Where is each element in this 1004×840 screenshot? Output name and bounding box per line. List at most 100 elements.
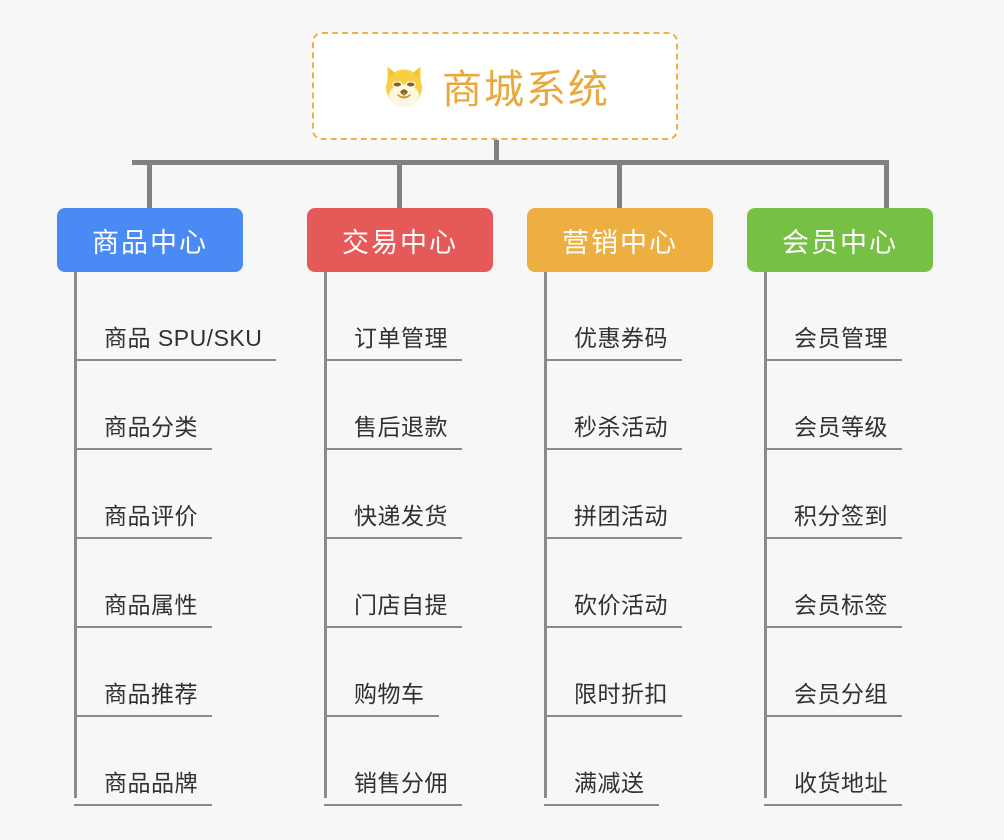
leaf-item[interactable]: 商品属性 (74, 539, 276, 628)
column-spine-marketing-center (544, 272, 547, 798)
leaf-list-trade-center: 订单管理售后退款快递发货门店自提购物车销售分佣 (324, 272, 462, 806)
leaf-item[interactable]: 商品推荐 (74, 628, 276, 717)
leaf-item[interactable]: 会员分组 (764, 628, 902, 717)
category-label: 营销中心 (562, 227, 678, 258)
leaf-item[interactable]: 商品分类 (74, 361, 276, 450)
connector-root-stem (494, 140, 499, 162)
leaf-item[interactable]: 会员等级 (764, 361, 902, 450)
leaf-item-underline: 积分签到 (764, 497, 902, 539)
leaf-item[interactable]: 门店自提 (324, 539, 462, 628)
shiba-dog-icon (380, 62, 428, 110)
leaf-item-label: 会员标签 (794, 592, 888, 618)
leaf-item[interactable]: 秒杀活动 (544, 361, 682, 450)
leaf-item-label: 商品推荐 (104, 681, 198, 707)
leaf-item-label: 快递发货 (354, 503, 448, 529)
column-spine-member-center (764, 272, 767, 798)
leaf-item-label: 商品评价 (104, 503, 198, 529)
leaf-item[interactable]: 拼团活动 (544, 450, 682, 539)
leaf-item-underline: 门店自提 (324, 586, 462, 628)
leaf-item[interactable]: 满减送 (544, 717, 682, 806)
leaf-item[interactable]: 订单管理 (324, 272, 462, 361)
leaf-item-underline: 会员标签 (764, 586, 902, 628)
leaf-item-underline: 限时折扣 (544, 675, 682, 717)
leaf-item[interactable]: 砍价活动 (544, 539, 682, 628)
category-label: 交易中心 (342, 227, 458, 258)
leaf-item-underline: 会员管理 (764, 319, 902, 361)
leaf-item-underline: 商品品牌 (74, 764, 212, 806)
connector-drop-product-center (147, 160, 152, 208)
leaf-item-underline: 订单管理 (324, 319, 462, 361)
leaf-item-underline: 满减送 (544, 764, 659, 806)
leaf-item-underline: 收货地址 (764, 764, 902, 806)
leaf-item-underline: 砍价活动 (544, 586, 682, 628)
leaf-item-underline: 商品属性 (74, 586, 212, 628)
root-node[interactable]: 商城系统 (312, 32, 678, 140)
leaf-item-underline: 会员分组 (764, 675, 902, 717)
leaf-item-label: 秒杀活动 (574, 414, 668, 440)
leaf-item-underline: 售后退款 (324, 408, 462, 450)
connector-drop-member-center (884, 160, 889, 208)
leaf-item[interactable]: 会员标签 (764, 539, 902, 628)
leaf-item-label: 砍价活动 (574, 592, 668, 618)
category-box-marketing-center[interactable]: 营销中心 (527, 208, 713, 272)
leaf-item-label: 销售分佣 (354, 770, 448, 796)
leaf-item-label: 会员分组 (794, 681, 888, 707)
leaf-item[interactable]: 售后退款 (324, 361, 462, 450)
leaf-item-label: 订单管理 (354, 325, 448, 351)
leaf-item[interactable]: 商品评价 (74, 450, 276, 539)
leaf-item-underline: 商品 SPU/SKU (74, 319, 277, 361)
leaf-item-underline: 商品推荐 (74, 675, 212, 717)
connector-drop-trade-center (397, 160, 402, 208)
category-label: 商品中心 (92, 227, 208, 258)
leaf-item-label: 商品品牌 (104, 770, 198, 796)
leaf-item[interactable]: 会员管理 (764, 272, 902, 361)
leaf-item[interactable]: 商品品牌 (74, 717, 276, 806)
leaf-item-label: 优惠券码 (574, 325, 668, 351)
leaf-list-marketing-center: 优惠券码秒杀活动拼团活动砍价活动限时折扣满减送 (544, 272, 682, 806)
leaf-item[interactable]: 快递发货 (324, 450, 462, 539)
connector-drop-marketing-center (617, 160, 622, 208)
category-column-product-center: 商品中心 (57, 208, 243, 272)
leaf-item-label: 门店自提 (354, 592, 448, 618)
leaf-item[interactable]: 商品 SPU/SKU (74, 272, 277, 361)
connector-horizontal-bus (132, 160, 887, 165)
category-label: 会员中心 (782, 227, 898, 258)
category-box-product-center[interactable]: 商品中心 (57, 208, 243, 272)
category-column-trade-center: 交易中心 (307, 208, 493, 272)
category-box-member-center[interactable]: 会员中心 (747, 208, 933, 272)
leaf-item-underline: 销售分佣 (324, 764, 462, 806)
leaf-item-label: 商品分类 (104, 414, 198, 440)
leaf-item-underline: 购物车 (324, 675, 439, 717)
leaf-item-label: 商品属性 (104, 592, 198, 618)
leaf-item-label: 购物车 (354, 681, 425, 707)
leaf-list-product-center: 商品 SPU/SKU 商品分类商品评价商品属性商品推荐商品品牌 (74, 272, 277, 806)
root-title: 商城系统 (442, 68, 610, 112)
column-spine-trade-center (324, 272, 327, 798)
leaf-item[interactable]: 销售分佣 (324, 717, 462, 806)
leaf-item-underline: 优惠券码 (544, 319, 682, 361)
category-column-member-center: 会员中心 (747, 208, 933, 272)
leaf-item-underline: 商品评价 (74, 497, 212, 539)
leaf-item[interactable]: 优惠券码 (544, 272, 682, 361)
leaf-item-label: 限时折扣 (574, 681, 668, 707)
leaf-item-label: 会员等级 (794, 414, 888, 440)
category-column-marketing-center: 营销中心 (527, 208, 713, 272)
column-spine-product-center (74, 272, 77, 798)
leaf-item-underline: 商品分类 (74, 408, 212, 450)
leaf-item-label: 商品 SPU/SKU (104, 325, 263, 351)
leaf-item[interactable]: 收货地址 (764, 717, 902, 806)
leaf-item-label: 满减送 (574, 770, 645, 796)
leaf-item-label: 收货地址 (794, 770, 888, 796)
leaf-item-underline: 快递发货 (324, 497, 462, 539)
leaf-item[interactable]: 购物车 (324, 628, 462, 717)
leaf-item[interactable]: 限时折扣 (544, 628, 682, 717)
leaf-item-label: 积分签到 (794, 503, 888, 529)
leaf-item-underline: 拼团活动 (544, 497, 682, 539)
leaf-item-label: 售后退款 (354, 414, 448, 440)
leaf-item-underline: 会员等级 (764, 408, 902, 450)
leaf-item-label: 会员管理 (794, 325, 888, 351)
category-box-trade-center[interactable]: 交易中心 (307, 208, 493, 272)
leaf-item-underline: 秒杀活动 (544, 408, 682, 450)
leaf-item[interactable]: 积分签到 (764, 450, 902, 539)
